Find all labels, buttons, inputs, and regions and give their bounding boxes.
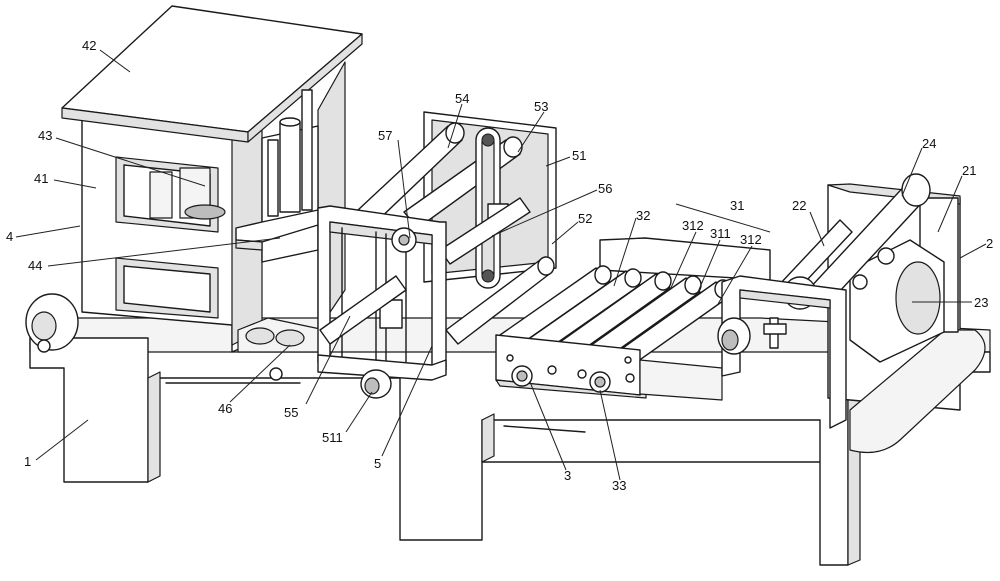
- label-31: 31: [730, 198, 744, 213]
- roller-conveyor: [495, 237, 771, 401]
- label-3: 3: [564, 468, 571, 483]
- label-312b: 312: [740, 232, 762, 247]
- label-46: 46: [218, 401, 232, 416]
- coating-assembly: [317, 111, 557, 399]
- label-56: 56: [598, 181, 612, 196]
- leader-lines: [15, 49, 987, 481]
- label-1: 1: [24, 454, 31, 469]
- label-4: 4: [6, 229, 13, 244]
- label-42: 42: [82, 38, 96, 53]
- label-22: 22: [792, 198, 806, 213]
- press-unit: [61, 5, 363, 353]
- label-21: 21: [962, 163, 976, 178]
- label-54: 54: [455, 91, 469, 106]
- label-55: 55: [284, 405, 298, 420]
- label-53: 53: [534, 99, 548, 114]
- label-44: 44: [28, 258, 42, 273]
- label-43: 43: [38, 128, 52, 143]
- label-24: 24: [922, 136, 936, 151]
- label-32: 32: [636, 208, 650, 223]
- label-33: 33: [612, 478, 626, 493]
- label-51: 51: [572, 148, 586, 163]
- label-311: 311: [710, 226, 731, 241]
- label-5: 5: [374, 456, 381, 471]
- label-23: 23: [974, 295, 988, 310]
- winding-unit: [717, 173, 986, 453]
- label-57: 57: [378, 128, 392, 143]
- labels: 42 43 41 4 44 46 1 54 53 57 51 56 52 55 …: [6, 38, 993, 493]
- label-41: 41: [34, 171, 48, 186]
- label-2: 2: [986, 236, 993, 251]
- label-312a: 312: [682, 218, 704, 233]
- label-511: 511: [322, 430, 343, 445]
- label-52: 52: [578, 211, 592, 226]
